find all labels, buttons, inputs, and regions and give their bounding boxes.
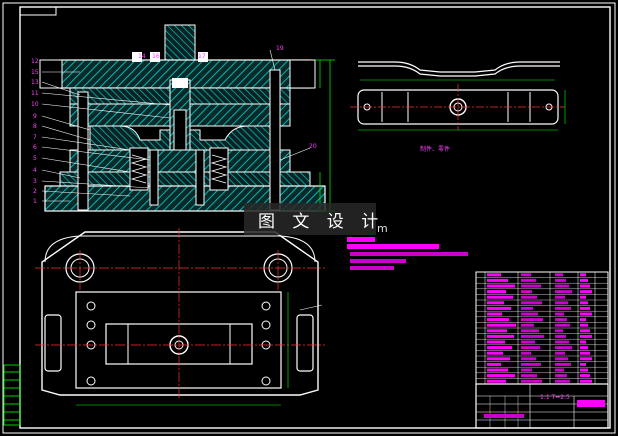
- side-strip-table: [3, 364, 21, 426]
- corner-tag: [19, 6, 57, 16]
- leader-label: 9: [33, 113, 37, 120]
- leader-label: 11: [31, 90, 39, 97]
- leader-label: 13: [31, 79, 39, 86]
- watermark-suffix: m: [377, 222, 388, 235]
- leader-label: 19: [276, 45, 284, 52]
- leader-labels: 15 13 11 10 9 8 7 6 5 4 3 2 1 12 14 16 1…: [31, 45, 317, 205]
- leader-label: 2: [33, 188, 37, 195]
- leader-label: 14: [138, 53, 146, 60]
- watermark-band: [244, 203, 376, 235]
- leader-label: 1: [33, 198, 37, 205]
- title-block: 1:1 T=2.5: [475, 383, 609, 429]
- leader-label: 4: [33, 167, 37, 174]
- leader-label: 5: [33, 155, 37, 162]
- technical-notes: [347, 237, 468, 270]
- plan-view: [35, 228, 325, 406]
- leader-label: 7: [33, 134, 37, 141]
- scale-label: 1:1 T=2.5: [540, 394, 570, 401]
- parts-list-table: [475, 271, 609, 385]
- leader-label: 6: [33, 144, 37, 151]
- leader-label: 20: [309, 143, 317, 150]
- leader-label: 17: [198, 53, 206, 60]
- section-view: [39, 24, 335, 212]
- leader-label: 15: [31, 69, 39, 76]
- inner-border: [19, 6, 611, 429]
- leader-label: 3: [33, 178, 37, 185]
- leader-label: 16: [152, 53, 160, 60]
- leader-label: 12: [31, 58, 39, 65]
- part-view: 制件、零件: [350, 61, 566, 153]
- watermark-text: 图 文 设 计: [258, 212, 385, 232]
- part-caption: 制件、零件: [420, 145, 450, 153]
- leader-label: 8: [33, 123, 37, 130]
- leader-label: 10: [31, 101, 39, 108]
